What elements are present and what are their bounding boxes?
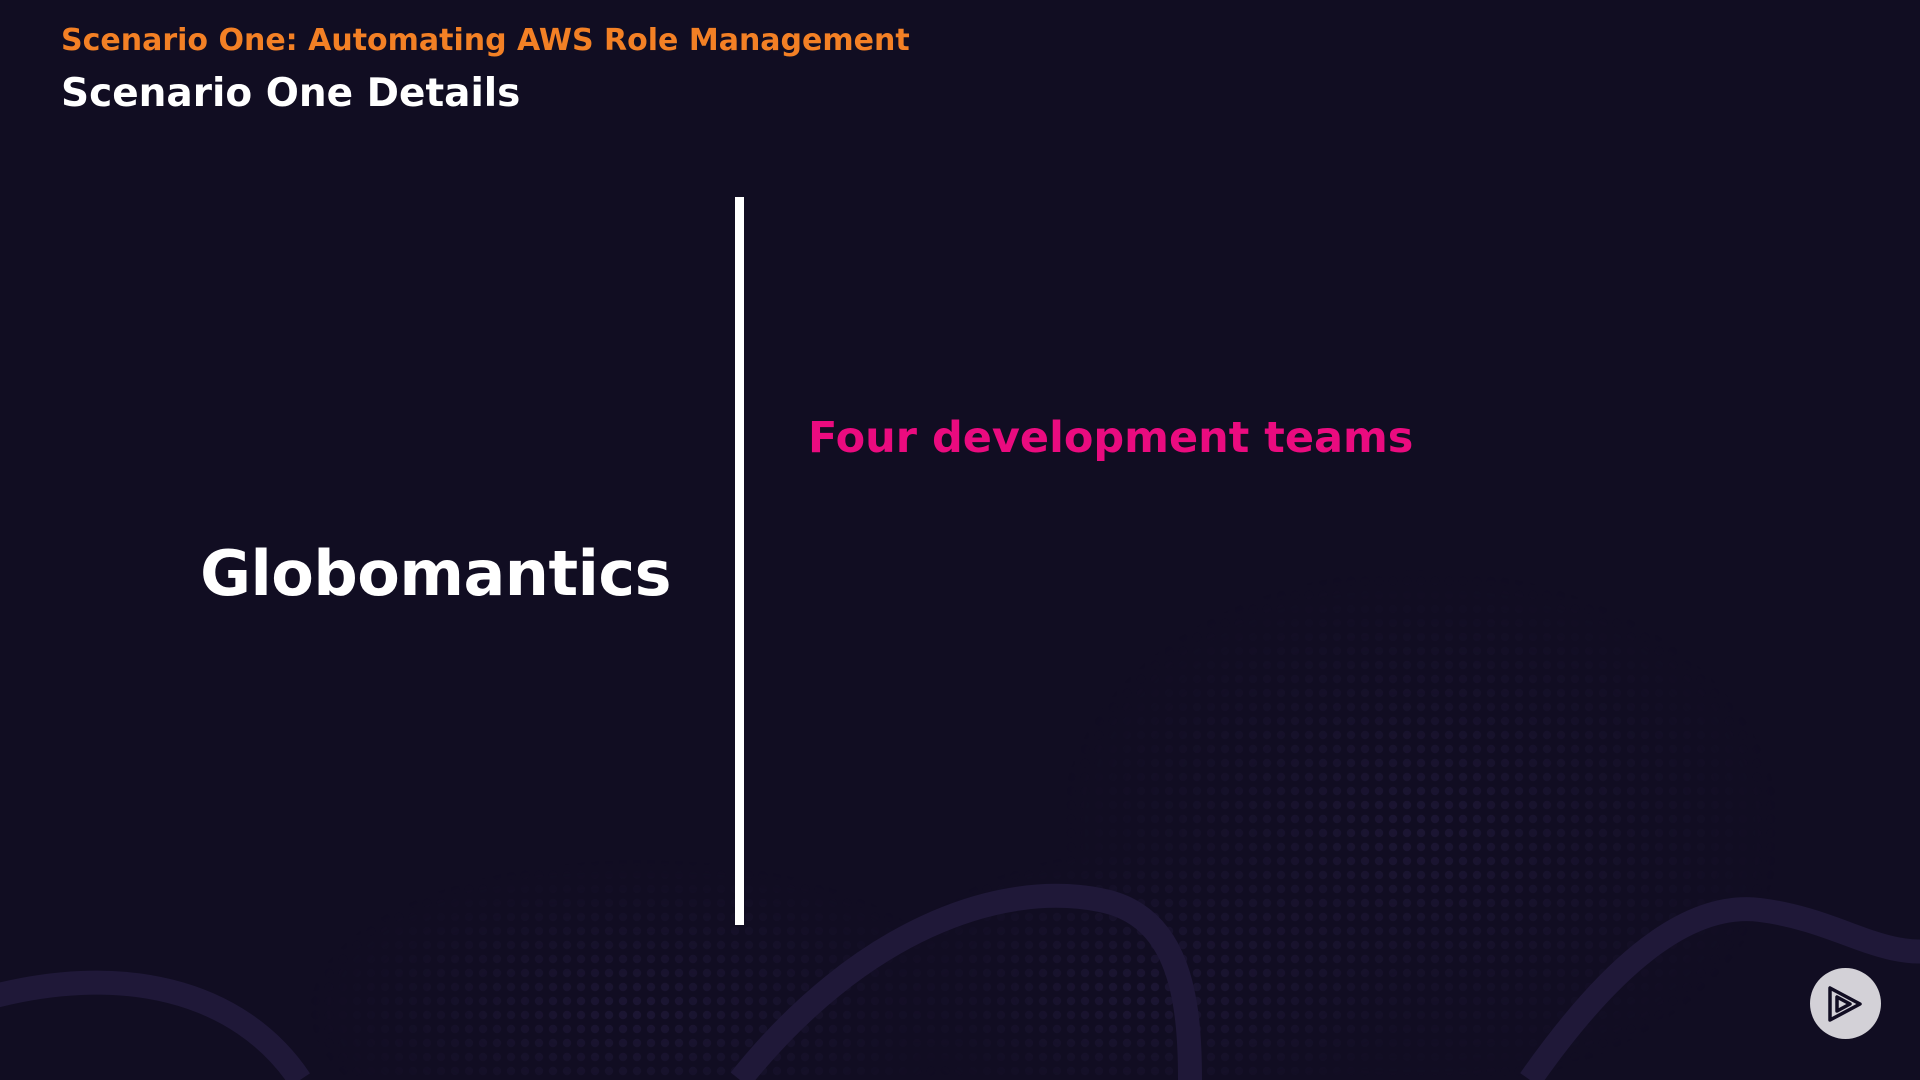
vertical-divider [735,197,744,925]
section-title: Scenario One: Automating AWS Role Manage… [61,23,910,58]
brand-logo [1810,968,1881,1039]
play-logo-icon [1827,985,1862,1022]
slide-title: Scenario One Details [61,71,521,116]
detail-point: Four development teams [808,413,1414,463]
company-name: Globomantics [200,537,671,610]
